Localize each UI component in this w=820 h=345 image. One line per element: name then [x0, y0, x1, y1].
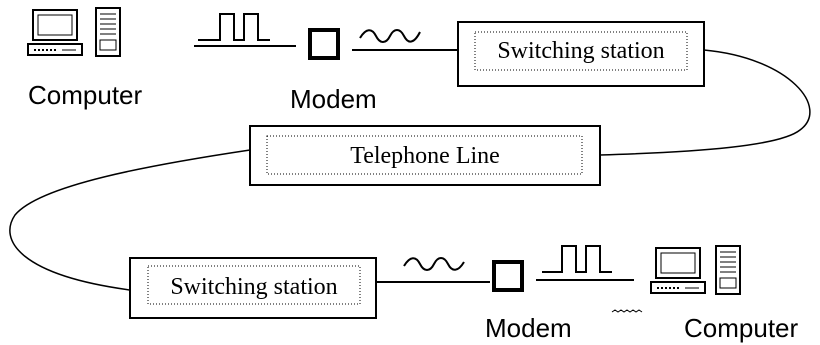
top-switching-station-box [457, 21, 705, 87]
top-computer-icon [27, 7, 121, 57]
telephone-line-box [249, 125, 601, 186]
top-modem-label: Modem [290, 84, 377, 114]
bottom-switching-station-label: Switching station [170, 274, 337, 300]
bottom-computer-icon [650, 245, 741, 295]
top-modem-icon [308, 28, 340, 60]
bottom-switching-station-box [129, 257, 377, 319]
bottom-sine-wave-icon [376, 257, 490, 283]
bottom-computer-label: Computer [684, 313, 798, 343]
top-square-wave-icon [194, 13, 296, 47]
top-switching-station-label: Switching station [497, 38, 664, 64]
line-telephone-to-bottom [9, 149, 251, 291]
top-computer-label: Computer [28, 80, 142, 110]
bottom-modem-icon [492, 260, 524, 292]
top-sine-wave-icon [352, 29, 458, 51]
bottom-modem-label: Modem [485, 313, 572, 343]
telephone-line-label: Telephone Line [350, 143, 500, 169]
bottom-square-wave-icon [536, 245, 634, 281]
cable-squiggle [611, 309, 643, 313]
line-top-to-telephone [599, 49, 811, 156]
